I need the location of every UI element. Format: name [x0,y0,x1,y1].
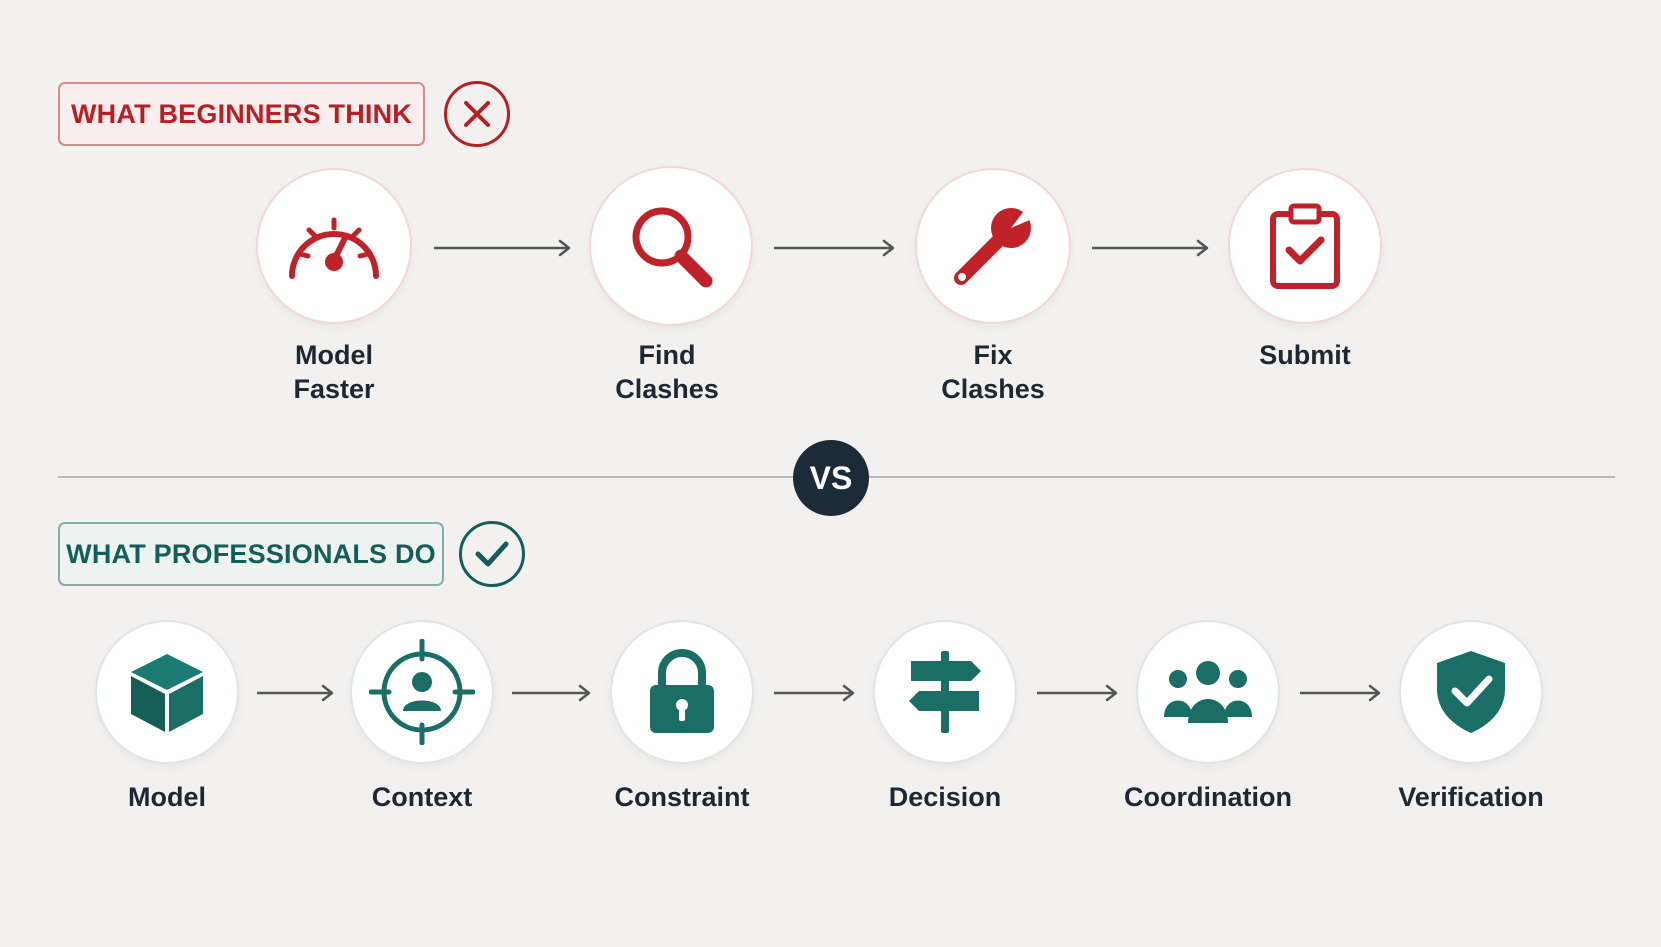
professionals-step-verification [1401,622,1541,762]
beginners-step-model-faster [258,170,410,322]
signpost-icon [909,651,981,733]
arrow-right-icon [1092,239,1209,257]
wrench-icon [954,204,1039,285]
arrow-right-icon [1300,684,1381,702]
professionals-step-context [352,622,492,762]
vs-label: VS [809,459,853,496]
clipboard-check-icon [1270,203,1340,289]
target-person-icon [369,639,475,745]
professionals-step-label: Constraint [614,782,750,812]
beginners-step-label: Model Faster [293,340,375,404]
magnifier-icon [632,207,713,288]
professionals-step-label: Verification [1398,782,1544,812]
x-circle-icon [444,81,510,147]
beginners-step-label: Find Clashes [615,340,719,404]
arrow-right-icon [512,684,591,702]
professionals-step-label: Model [128,782,206,812]
beginners-step-fix-clashes [917,170,1069,322]
arrow-right-icon [774,684,855,702]
arrow-right-icon [1037,684,1118,702]
professionals-step-decision [875,622,1015,762]
professionals-step-label: Context [371,782,473,812]
professionals-title-tag: WHAT PROFESSIONALS DO [58,522,444,586]
beginners-step-label: Submit [1259,340,1351,370]
shield-check-icon [1437,651,1505,733]
arrow-right-icon [774,239,895,257]
speedometer-icon [289,217,379,279]
vs-badge: VS [793,440,869,516]
team-icon [1164,661,1252,723]
beginners-title: WHAT BEGINNERS THINK [71,98,412,129]
professionals-step-coordination [1138,622,1278,762]
cube-icon [131,654,203,732]
divider-line-left [58,476,798,478]
padlock-icon [650,649,714,733]
beginners-step-submit [1230,170,1380,322]
professionals-title: WHAT PROFESSIONALS DO [66,538,436,569]
arrow-right-icon [257,684,334,702]
professionals-step-constraint [612,622,752,762]
professionals-step-label: Coordination [1124,782,1292,812]
divider-line-right [868,476,1615,478]
professionals-step-model [97,622,237,762]
beginners-step-label: Fix Clashes [941,340,1045,404]
arrow-right-icon [434,239,571,257]
professionals-step-label: Decision [888,782,1002,812]
check-circle-icon [459,521,525,587]
beginners-step-find-clashes [591,168,751,324]
beginners-title-tag: WHAT BEGINNERS THINK [58,82,425,146]
